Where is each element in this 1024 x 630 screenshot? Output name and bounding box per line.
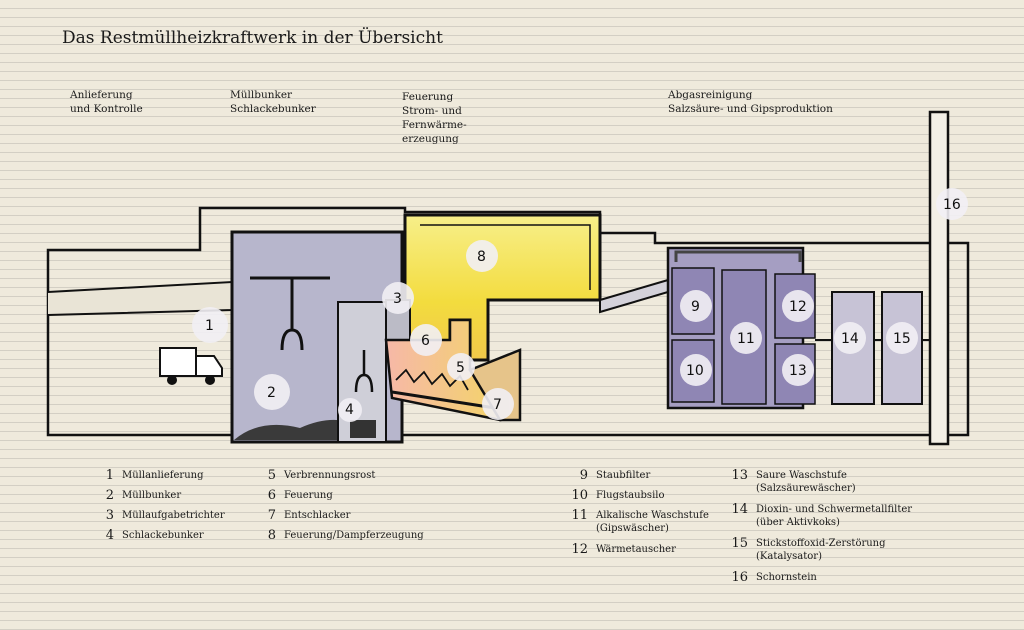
legend-number: 3 bbox=[105, 508, 114, 523]
legend-item: 14 Dioxin- und Schwermetallfilter (über Ak… bbox=[730, 502, 913, 538]
legend-label: Saure Waschstufe bbox=[756, 470, 847, 481]
marker-8: 8 bbox=[477, 249, 486, 265]
marker-5: 5 bbox=[456, 360, 465, 376]
stage-delivery: Anlieferung und Kontrolle bbox=[70, 88, 143, 116]
legend-number: 12 bbox=[571, 542, 588, 557]
slag-cart bbox=[350, 420, 376, 438]
legend-sublabel: (über Aktivkoks) bbox=[756, 517, 840, 528]
marker-15: 15 bbox=[893, 331, 911, 347]
chimney bbox=[928, 110, 950, 446]
legend-item: 2 Müllbunker bbox=[96, 488, 225, 510]
legend-col-1: 1 Müllanlieferung 2 Müllbunker 3 Müllaufgab… bbox=[96, 468, 225, 550]
legend-sublabel: (Gipswäscher) bbox=[596, 523, 669, 534]
legend-item: 9 Staubfilter bbox=[570, 468, 709, 490]
marker-14: 14 bbox=[841, 331, 859, 347]
stage-firing: Feuerung Strom- und Fernwärme- erzeugung bbox=[402, 90, 467, 146]
gas-pipe-top bbox=[674, 250, 802, 262]
legend-label: Feuerung bbox=[284, 490, 333, 501]
marker-11: 11 bbox=[737, 331, 755, 347]
legend-label: Stickstoffoxid-Zerstörung bbox=[756, 538, 886, 549]
legend-label: Verbrennungsrost bbox=[284, 470, 376, 481]
legend-item: 3 Müllaufgabetrichter bbox=[96, 508, 225, 530]
legend-number: 6 bbox=[267, 488, 276, 503]
stage-delivery-line: und Kontrolle bbox=[70, 103, 143, 115]
legend-label: Dioxin- und Schwermetallfilter bbox=[756, 504, 913, 515]
stage-flue-gas-line: Salzsäure- und Gipsproduktion bbox=[668, 103, 833, 115]
legend-item: 5 Verbrennungsrost bbox=[258, 468, 424, 490]
legend-item: 4 Schlackebunker bbox=[96, 528, 225, 550]
legend-sublabel: (Katalysator) bbox=[756, 551, 822, 562]
stage-delivery-line: Anlieferung bbox=[70, 89, 133, 101]
legend-sublabel: (Salzsäurewäscher) bbox=[756, 483, 856, 494]
legend-label: Entschlacker bbox=[284, 510, 351, 521]
marker-9: 9 bbox=[691, 299, 700, 315]
stage-flue-gas: Abgasreinigung Salzsäure- und Gipsproduk… bbox=[668, 88, 833, 116]
legend-label: Wärmetauscher bbox=[596, 544, 676, 555]
marker-6: 6 bbox=[421, 333, 430, 349]
legend-label: Flugstaubsilo bbox=[596, 490, 665, 501]
legend-label: Schornstein bbox=[756, 572, 817, 583]
marker-7: 7 bbox=[493, 397, 502, 413]
legend-label: Müllbunker bbox=[122, 490, 182, 501]
flue-duct bbox=[599, 278, 669, 314]
legend-number: 7 bbox=[267, 508, 276, 523]
legend-col-2: 5 Verbrennungsrost 6 Feuerung 7 Entschlacke… bbox=[258, 468, 424, 550]
legend-number: 4 bbox=[105, 528, 114, 543]
legend-label: Alkalische Waschstufe bbox=[596, 510, 709, 521]
legend-label: Schlackebunker bbox=[122, 530, 204, 541]
waste-pile bbox=[234, 419, 370, 440]
stage-firing-line: erzeugung bbox=[402, 133, 459, 145]
stage-firing-line: Strom- und bbox=[402, 105, 462, 117]
boiler-inner bbox=[420, 224, 591, 290]
legend-number: 11 bbox=[571, 508, 588, 523]
grate-bar bbox=[391, 390, 496, 410]
marker-3: 3 bbox=[393, 291, 402, 307]
legend-label: Müllanlieferung bbox=[122, 470, 204, 481]
stage-firing-line: Fernwärme- bbox=[402, 119, 467, 131]
legend-col-3: 9 Staubfilter 10 Flugstaubsilo 11 Alkalisch… bbox=[570, 468, 709, 564]
legend-number: 16 bbox=[731, 570, 748, 585]
legend-item: 15 Stickstoffoxid-Zerstörung (Katalysator) bbox=[730, 536, 912, 572]
legend-col-4: 13 Saure Waschstufe (Salzsäurewäscher) 14 D… bbox=[730, 468, 913, 592]
legend-number: 5 bbox=[267, 468, 276, 483]
legend-label: Müllaufgabetrichter bbox=[122, 510, 225, 521]
legend-number: 1 bbox=[105, 468, 114, 483]
legend-item: 10 Flugstaubsilo bbox=[570, 488, 709, 510]
stage-bunker: Müllbunker Schlackebunker bbox=[230, 88, 316, 116]
marker-16: 16 bbox=[943, 197, 961, 213]
marker-12: 12 bbox=[789, 299, 807, 315]
legend-number: 15 bbox=[731, 536, 748, 551]
diagram-title: Das Restmüllheizkraftwerk in der Übersic… bbox=[62, 28, 443, 48]
legend-item: 1 Müllanlieferung bbox=[96, 468, 225, 490]
marker-1: 1 bbox=[205, 318, 214, 334]
legend-number: 14 bbox=[731, 502, 748, 517]
stage-flue-gas-line: Abgasreinigung bbox=[668, 89, 753, 101]
legend-label: Feuerung/Dampferzeugung bbox=[284, 530, 424, 541]
legend-item: 16 Schornstein bbox=[730, 570, 912, 592]
crane-grab bbox=[250, 276, 330, 351]
legend-label: Staubfilter bbox=[596, 470, 651, 481]
marker-10: 10 bbox=[686, 363, 704, 379]
legend-item: 8 Feuerung/Dampferzeugung bbox=[258, 528, 424, 550]
legend-number: 10 bbox=[571, 488, 588, 503]
garbage-truck bbox=[159, 347, 223, 385]
legend-item: 11 Alkalische Waschstufe (Gipswäscher) bbox=[570, 508, 709, 544]
marker-13: 13 bbox=[789, 363, 807, 379]
legend-number: 9 bbox=[579, 468, 588, 483]
number-markers bbox=[192, 188, 968, 422]
marker-2: 2 bbox=[267, 385, 276, 401]
stage-bunker-line: Schlackebunker bbox=[230, 103, 316, 115]
slag-grab bbox=[354, 350, 374, 393]
legend-number: 13 bbox=[731, 468, 748, 483]
legend-item: 6 Feuerung bbox=[258, 488, 424, 510]
legend-number: 2 bbox=[105, 488, 114, 503]
stage-bunker-line: Müllbunker bbox=[230, 89, 293, 101]
legend-number: 8 bbox=[267, 528, 276, 543]
legend-item: 12 Wärmetauscher bbox=[570, 542, 709, 564]
legend-item: 7 Entschlacker bbox=[258, 508, 424, 530]
marker-4: 4 bbox=[345, 402, 354, 418]
stage-firing-line: Feuerung bbox=[402, 91, 454, 103]
legend-item: 13 Saure Waschstufe (Salzsäurewäscher) bbox=[730, 468, 912, 504]
